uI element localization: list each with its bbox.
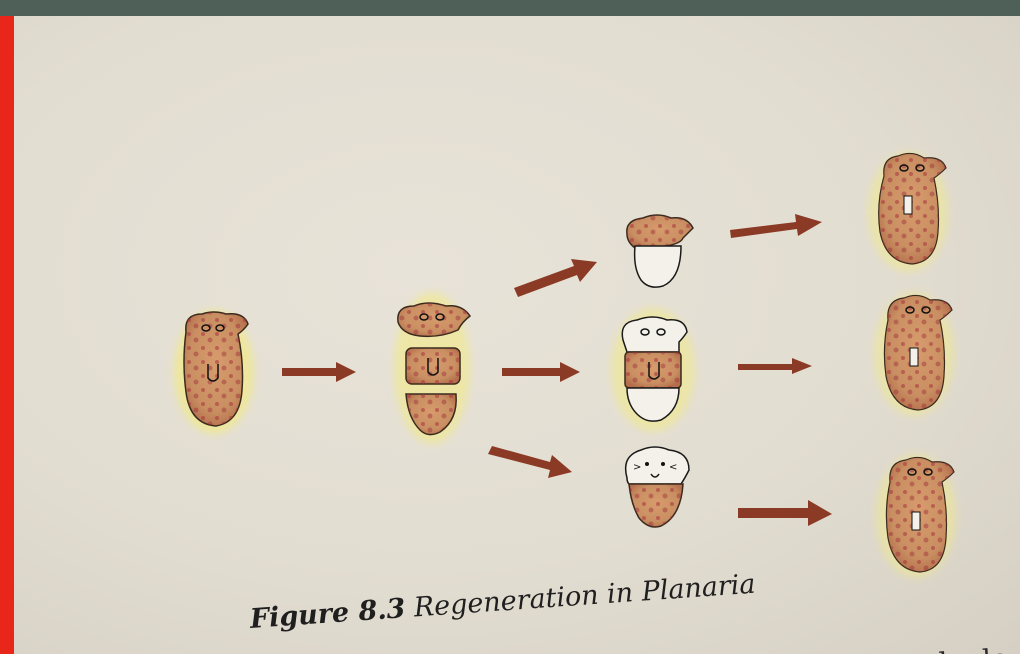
arrow-right [282, 362, 356, 382]
middle-fragment [406, 348, 460, 384]
arrow-down-right [488, 446, 572, 478]
regenerating-middle-piece [611, 308, 695, 432]
top-edge-band [0, 0, 1020, 16]
arrow-right [738, 500, 832, 526]
arrow-right [738, 358, 812, 374]
whole-planaria [174, 310, 254, 434]
regenerating-tail-piece: > < [626, 447, 689, 527]
arrow-right [502, 362, 580, 382]
arrow-up-right [514, 259, 597, 297]
planaria-regeneration-diagram: > < [14, 16, 1020, 654]
arrow-right [730, 214, 822, 238]
svg-text:>: > [633, 462, 641, 473]
regenerated-planaria-middle [874, 292, 954, 416]
cut-pieces [394, 292, 470, 444]
textbook-page: > < [14, 16, 1020, 654]
svg-text:<: < [669, 462, 677, 473]
regenerated-planaria-top [868, 152, 948, 272]
regenerating-head-piece [627, 215, 693, 287]
